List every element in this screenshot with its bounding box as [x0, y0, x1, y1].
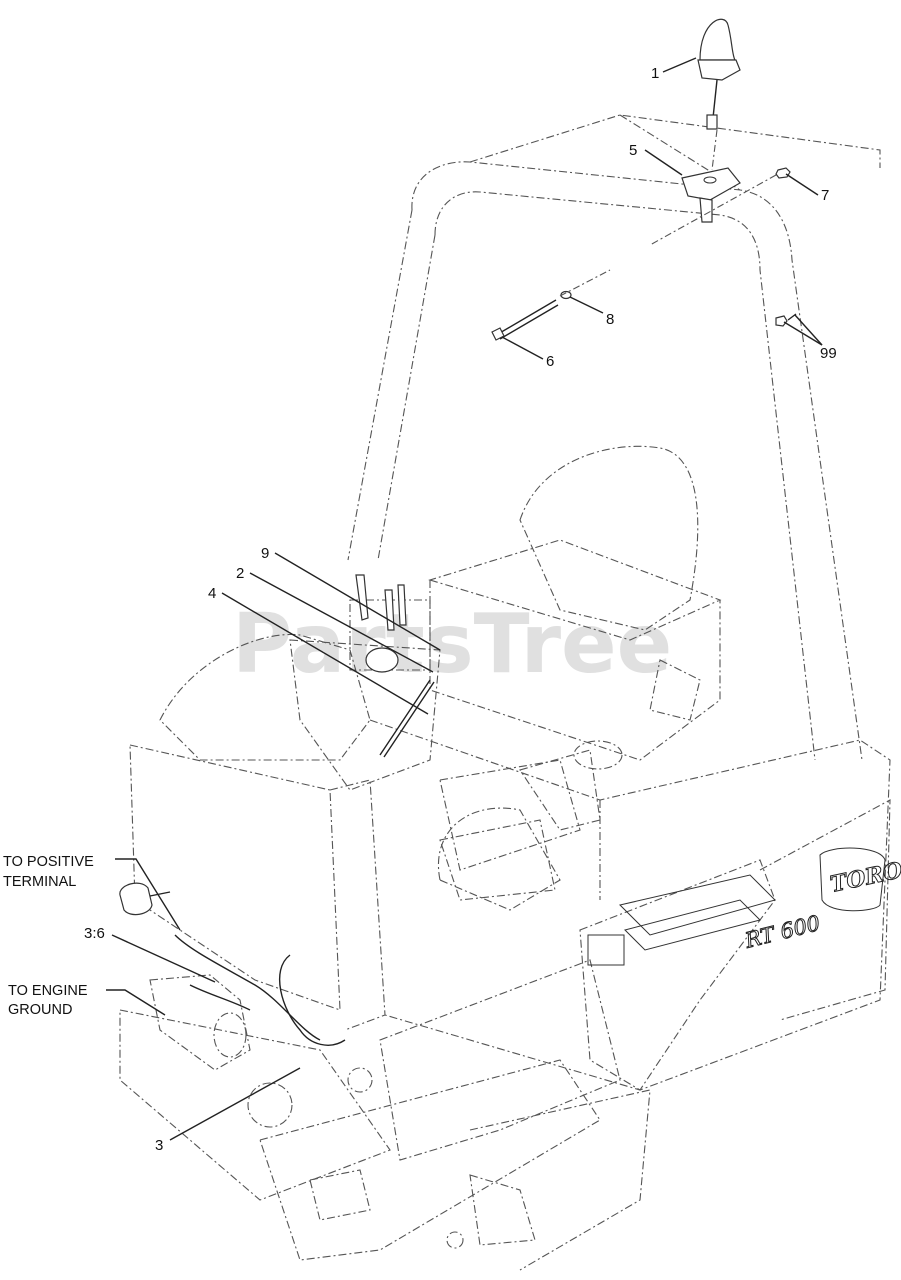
control-tower: [289, 574, 441, 791]
callout-3-6: 3:6: [84, 925, 105, 942]
callout-3: 3: [155, 1137, 163, 1154]
callout-1: 1: [651, 65, 659, 82]
nut-7: [775, 167, 791, 179]
dash-console: [439, 740, 623, 901]
mount-bracket: [681, 167, 741, 223]
callout-2: 2: [236, 565, 244, 582]
model-decal: RT 600: [742, 911, 823, 953]
bolt-6: [491, 299, 559, 341]
note-positive-line2: TERMINAL: [3, 874, 76, 890]
callout-5: 5: [629, 142, 637, 159]
callout-99: 99: [820, 345, 837, 362]
note-ground-line2: GROUND: [8, 1002, 72, 1018]
callout-7: 7: [821, 187, 829, 204]
seat: [428, 445, 722, 761]
positive-terminal-plug: [119, 882, 171, 916]
leader-lines: [106, 57, 823, 1141]
note-positive-line1: TO POSITIVE: [3, 854, 94, 870]
chassis-body: [119, 633, 891, 1271]
fasteners-99: [775, 313, 797, 327]
engine-ground-bracket: [149, 974, 251, 1071]
callout-8: 8: [606, 311, 614, 328]
callout-9: 9: [261, 545, 269, 562]
brand-decal: TORO: [828, 857, 901, 898]
wire-harness: [174, 934, 346, 1046]
note-ground-line1: TO ENGINE: [8, 983, 88, 999]
callout-4: 4: [208, 585, 216, 602]
callout-6: 6: [546, 353, 554, 370]
watermark: PartsTree: [232, 597, 672, 692]
beacon-light: [697, 18, 741, 130]
